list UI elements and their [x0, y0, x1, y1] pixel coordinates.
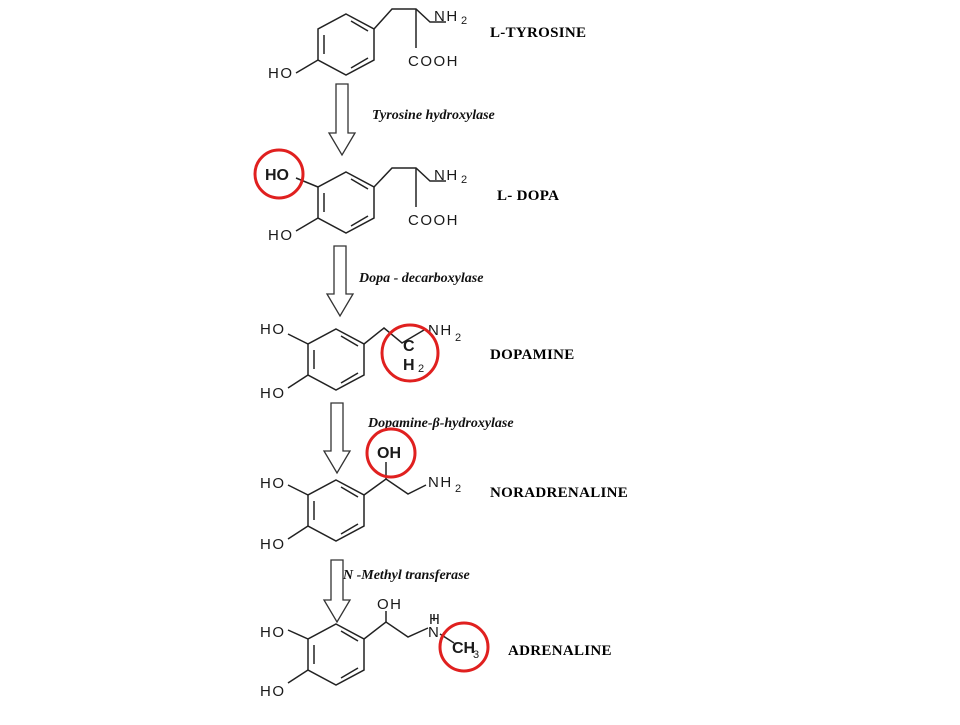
- enzyme-label-2: Dopa - decarboxylase: [358, 271, 483, 286]
- ho-label-bottom: HO: [260, 385, 286, 402]
- enzyme-label-4: N -Methyl transferase: [342, 568, 470, 583]
- nh2-subscript: 2: [455, 332, 461, 344]
- benzene-ring: [307, 479, 365, 542]
- nh2-label: NH: [434, 8, 459, 25]
- benzene-ring: [317, 171, 375, 234]
- side-chain: [363, 478, 427, 496]
- compound-noradrenaline: NH 2 OH HO HO NORADRENALINE: [260, 427, 628, 553]
- reaction-arrow-4: [322, 559, 352, 624]
- ho-label-top: HO: [260, 475, 286, 492]
- compound-name-dopamine: DOPAMINE: [490, 347, 575, 363]
- side-chain: [363, 327, 425, 345]
- nh2-label: NH: [428, 474, 453, 491]
- added-hydroxyl-label: OH: [377, 445, 401, 462]
- ho-label-top: HO: [260, 624, 286, 641]
- side-chain: [363, 621, 429, 640]
- ho-label-bottom: HO: [260, 683, 286, 700]
- compound-name-l-tyrosine: L-TYROSINE: [490, 25, 586, 41]
- ch2-carbon-label: C: [403, 338, 415, 355]
- nh2-subscript: 2: [461, 174, 467, 186]
- nh2-subscript: 2: [461, 15, 467, 27]
- methyl-label: CH: [452, 640, 475, 657]
- compound-name-adrenaline: ADRENALINE: [508, 643, 612, 659]
- nh2-label: NH: [434, 167, 459, 184]
- compound-name-noradrenaline: NORADRENALINE: [490, 485, 628, 501]
- compound-name-l-dopa: L- DOPA: [497, 188, 559, 204]
- compound-l-tyrosine: NH 2 COOH HO L-TYROSINE: [268, 8, 586, 82]
- reaction-arrow-1: [327, 83, 357, 157]
- ho-label-top: HO: [260, 321, 286, 338]
- cooh-label: COOH: [408, 53, 459, 70]
- enzyme-label-3: Dopamine-β-hydroxylase: [367, 416, 514, 431]
- highlight-circle-added-ho: [253, 148, 305, 200]
- highlight-circle-added-methyl: [438, 621, 490, 673]
- highlight-circle-removed-carboxyl: [380, 323, 440, 383]
- ring-ho-bond: [295, 59, 319, 74]
- compound-dopamine: NH 2 C H 2 HO HO DOPAMINE: [260, 321, 575, 402]
- ho-label-bottom: HO: [260, 536, 286, 553]
- ho-label: HO: [268, 227, 294, 244]
- amine-n-label: N: [428, 624, 440, 641]
- reaction-arrow-3: [322, 402, 352, 475]
- ho-label: HO: [268, 65, 294, 82]
- ch2-subscript: 2: [418, 363, 424, 375]
- compound-l-dopa: NH 2 COOH HO HO L- DOPA: [253, 148, 559, 244]
- amine-h-label: H: [429, 611, 441, 628]
- nh2-label: NH: [428, 322, 453, 339]
- reaction-arrow-2: [325, 245, 355, 318]
- cooh-label: COOH: [408, 212, 459, 229]
- benzene-ring: [317, 13, 375, 76]
- added-hydroxyl-label: HO: [265, 167, 289, 184]
- enzyme-label-1: Tyrosine hydroxylase: [372, 108, 495, 123]
- nh2-subscript: 2: [455, 483, 461, 495]
- highlight-circle-added-oh: [365, 427, 417, 479]
- benzene-ring: [307, 328, 365, 391]
- methyl-subscript: 3: [473, 649, 479, 661]
- ch2-hydrogen-label: H: [403, 357, 415, 374]
- hydroxyl-label: OH: [377, 596, 403, 613]
- benzene-ring: [307, 623, 365, 686]
- compound-adrenaline: OH H N CH 3 HO HO ADRENALINE: [260, 596, 612, 700]
